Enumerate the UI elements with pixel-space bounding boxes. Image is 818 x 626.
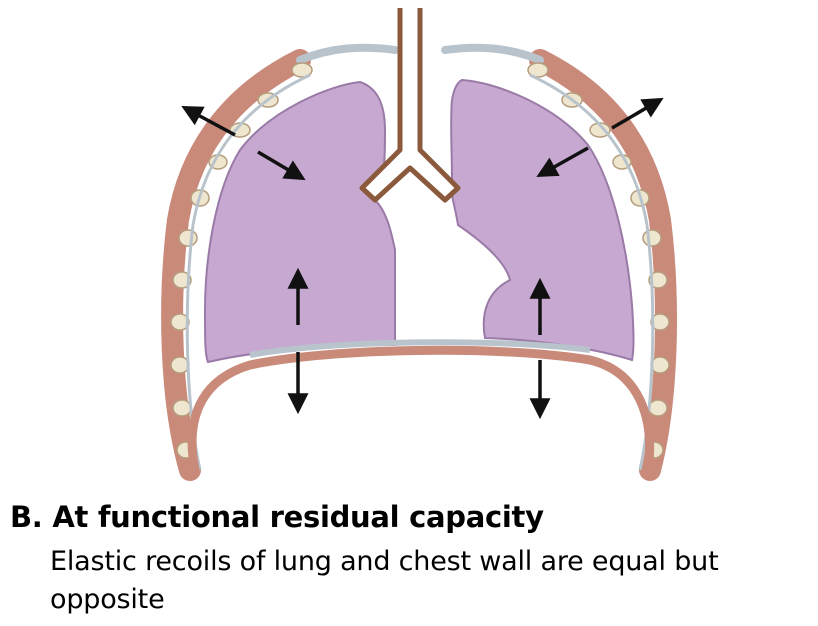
recoil-arrows (181, 97, 664, 420)
rib (178, 229, 198, 247)
rib (527, 62, 549, 78)
rib (170, 313, 190, 331)
trachea (359, 8, 461, 203)
caption-title-text: At functional residual capacity (52, 500, 544, 534)
chest-wall-right (529, 49, 677, 481)
diaphragm-pleura (249, 339, 591, 358)
caption-body: Elastic recoils of lung and chest wall a… (50, 546, 719, 615)
arrow-icon (257, 150, 306, 181)
rib (642, 229, 662, 247)
parietal-pleura-left (185, 73, 311, 471)
arrow-icon (181, 106, 236, 137)
caption-title: B. At functional residual capacity (10, 500, 544, 534)
chest-wall (161, 43, 677, 481)
pleura-top-right (441, 43, 544, 64)
arrow-icon (611, 97, 664, 130)
rib (648, 399, 668, 417)
chest-wall-left (161, 49, 311, 481)
rib (172, 399, 192, 417)
lungs-chest-diagram (161, 8, 677, 481)
rib (648, 271, 668, 289)
parietal-pleura-right (529, 73, 655, 471)
rib (291, 62, 313, 78)
rib (650, 313, 670, 331)
pleura-top-left (296, 43, 399, 64)
rib (172, 271, 192, 289)
diaphragm (187, 345, 655, 475)
arrow-icon (536, 146, 589, 178)
caption-label: B. (10, 500, 43, 534)
